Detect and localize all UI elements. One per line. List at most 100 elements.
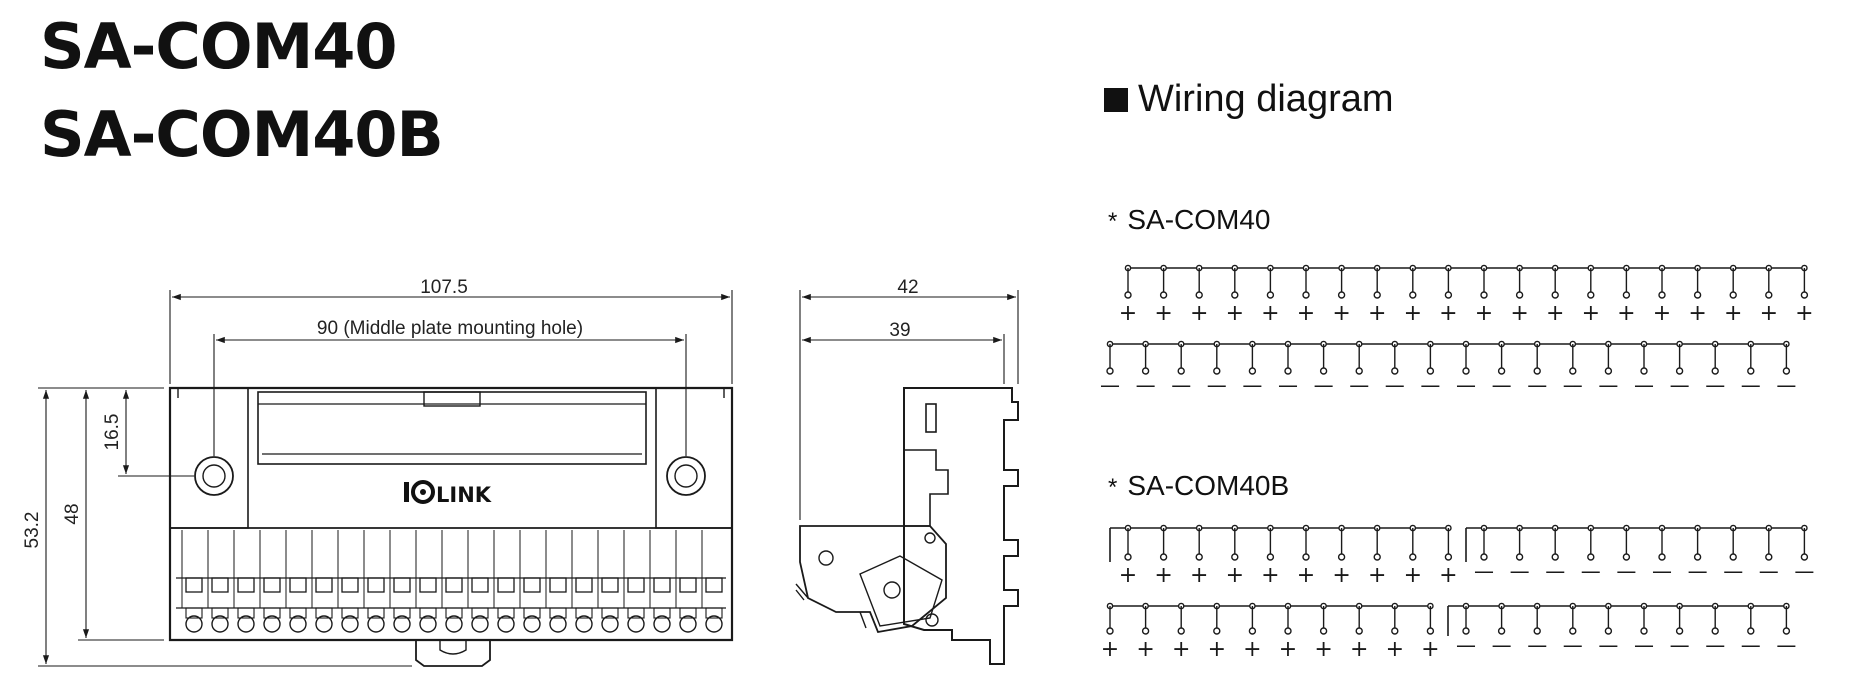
plus-terminal-label: + bbox=[1332, 563, 1350, 588]
terminal-lower-frame bbox=[211, 607, 229, 619]
terminal-pin bbox=[1640, 627, 1648, 635]
terminal-pin bbox=[1551, 553, 1559, 561]
side-screw-4 bbox=[924, 532, 936, 544]
dim-hole-spacing: 90 (Middle plate mounting hole) bbox=[317, 318, 583, 339]
minus-terminal-label: — bbox=[1527, 373, 1547, 397]
terminal-lower-frame bbox=[497, 607, 515, 619]
asterisk-bullet: * bbox=[1108, 474, 1118, 501]
plus-terminal-label: + bbox=[1243, 637, 1261, 662]
terminal-pin bbox=[1302, 291, 1310, 299]
terminal-pin bbox=[1355, 627, 1363, 635]
terminal-upper-screw bbox=[237, 577, 255, 593]
terminal-pin bbox=[1231, 291, 1239, 299]
minus-terminal-label: — bbox=[1776, 633, 1796, 657]
terminal-upper-screw bbox=[419, 577, 437, 593]
terminal-upper-screw bbox=[679, 577, 697, 593]
terminal-pin bbox=[1711, 367, 1719, 375]
right-mounting-hole-outer bbox=[666, 456, 706, 496]
minus-bus-row-a: —————————— bbox=[1465, 524, 1814, 583]
side-step bbox=[904, 449, 949, 527]
plus-terminal-label: + bbox=[1350, 637, 1368, 662]
plus-terminal-label: + bbox=[1546, 301, 1564, 326]
terminal-pin bbox=[1391, 627, 1399, 635]
logo-text: LINK bbox=[436, 483, 492, 507]
minus-terminal-label: — bbox=[1563, 633, 1583, 657]
terminal-pin bbox=[1711, 627, 1719, 635]
plus-terminal-label: + bbox=[1332, 301, 1350, 326]
minus-terminal-label: — bbox=[1207, 373, 1227, 397]
plus-terminal-label: + bbox=[1226, 563, 1244, 588]
terminal-pin bbox=[1622, 553, 1631, 561]
wiring-label-sa-com40: SA-COM40 bbox=[1127, 204, 1271, 235]
terminal-lower-frame bbox=[289, 607, 307, 619]
terminal-lower-frame bbox=[419, 607, 437, 619]
wiring-subtitle-sa-com40: * SA-COM40 bbox=[1108, 204, 1271, 236]
terminal-pin bbox=[1604, 627, 1613, 635]
terminal-pin bbox=[1319, 627, 1328, 635]
dim-total-height: 53.2 bbox=[22, 512, 43, 549]
terminal-pin bbox=[1248, 367, 1257, 375]
minus-terminal-label: — bbox=[1794, 559, 1814, 583]
plus-terminal-label: + bbox=[1154, 563, 1172, 588]
plus-terminal-label: + bbox=[1261, 301, 1279, 326]
minus-terminal-label: — bbox=[1420, 373, 1440, 397]
minus-terminal-label: — bbox=[1545, 559, 1565, 583]
terminal-lower-screw bbox=[341, 615, 359, 633]
plus-terminal-label: + bbox=[1760, 301, 1778, 326]
connector-inner-line bbox=[258, 403, 646, 455]
terminal-lower-frame bbox=[705, 607, 723, 619]
terminal-pin bbox=[1497, 367, 1506, 375]
terminal-pin bbox=[1213, 367, 1221, 375]
terminal-pin bbox=[1533, 627, 1541, 635]
plus-terminal-label: + bbox=[1297, 301, 1315, 326]
wiring-diagram-sa-com40: ++++++++++++++++++++———————————————————— bbox=[1100, 264, 1814, 397]
terminal-pin bbox=[1426, 627, 1435, 635]
terminal-lower-screw bbox=[185, 615, 203, 633]
minus-terminal-label: — bbox=[1670, 633, 1690, 657]
terminal-pin bbox=[1319, 367, 1328, 375]
terminal-lower-frame bbox=[185, 607, 203, 619]
minus-terminal-label: — bbox=[1492, 633, 1512, 657]
minus-terminal-label: — bbox=[1136, 373, 1156, 397]
front-top-edge-inner bbox=[177, 388, 725, 398]
minus-terminal-label: — bbox=[1474, 559, 1494, 583]
minus-terminal-label: — bbox=[1776, 373, 1796, 397]
left-mounting-hole-inner bbox=[202, 464, 226, 488]
terminal-pin bbox=[1409, 553, 1417, 561]
connector-window bbox=[257, 391, 647, 465]
minus-terminal-label: — bbox=[1314, 373, 1334, 397]
minus-terminal-label: — bbox=[1563, 373, 1583, 397]
terminal-pin bbox=[1124, 291, 1132, 299]
terminal-lower-frame bbox=[601, 607, 619, 619]
terminal-pin bbox=[1248, 627, 1257, 635]
terminal-pin bbox=[1693, 291, 1702, 299]
terminal-lower-frame bbox=[523, 607, 541, 619]
minus-terminal-label: — bbox=[1634, 373, 1654, 397]
terminal-upper-screw bbox=[705, 577, 723, 593]
connector-latch bbox=[423, 391, 481, 407]
minus-terminal-label: — bbox=[1349, 373, 1369, 397]
side-view-drawing bbox=[795, 387, 1019, 665]
terminal-lower-screw bbox=[367, 615, 385, 633]
terminal-pin bbox=[1159, 291, 1168, 299]
terminal-upper-screw bbox=[549, 577, 567, 593]
terminal-upper-screw bbox=[653, 577, 671, 593]
front-view-drawing bbox=[168, 386, 734, 667]
terminal-pin bbox=[1337, 553, 1346, 561]
terminal-lower-screw bbox=[315, 615, 333, 633]
plus-terminal-label: + bbox=[1617, 301, 1635, 326]
right-mounting-hole-inner bbox=[674, 464, 698, 488]
terminal-upper-screw bbox=[341, 577, 359, 593]
terminal-lower-screw bbox=[549, 615, 567, 633]
terminal-pin bbox=[1177, 627, 1185, 635]
terminal-pin bbox=[1373, 553, 1381, 561]
terminal-lower-frame bbox=[341, 607, 359, 619]
side-dimensions bbox=[799, 290, 1019, 520]
asterisk-bullet: * bbox=[1108, 208, 1118, 235]
minus-terminal-label: — bbox=[1527, 633, 1547, 657]
side-terminal-inner bbox=[859, 555, 943, 627]
side-screw-1 bbox=[818, 550, 834, 566]
dim-overall-depth: 42 bbox=[897, 277, 918, 298]
terminal-upper-screw bbox=[315, 577, 333, 593]
terminal-pin bbox=[1515, 553, 1524, 561]
